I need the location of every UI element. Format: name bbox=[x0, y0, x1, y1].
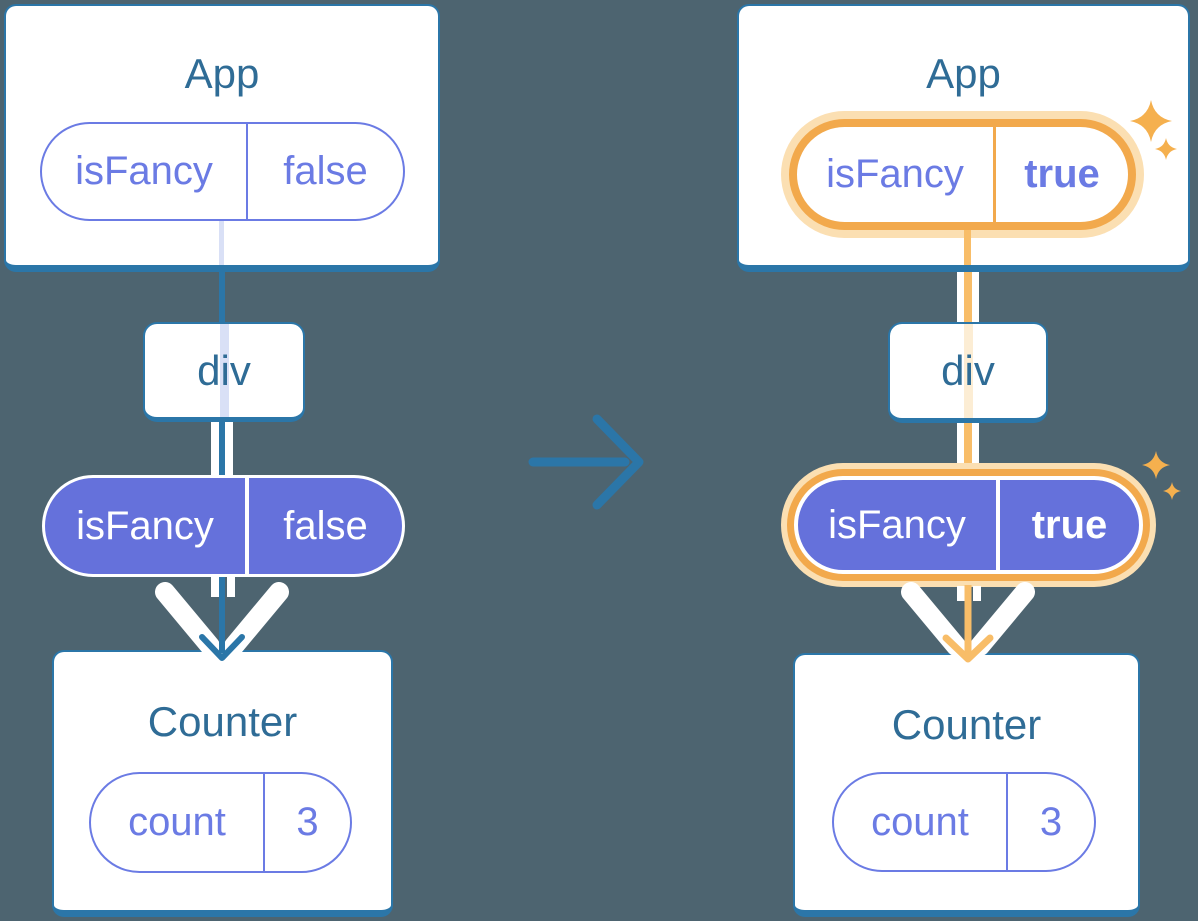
after-div-to-pill-pipe bbox=[957, 420, 979, 466]
sparkle-icon bbox=[1130, 100, 1177, 160]
after-app-to-div-pipe bbox=[957, 270, 979, 324]
before-app-inner-line bbox=[219, 221, 224, 265]
after-down-arrow-icon bbox=[901, 582, 1035, 663]
before-down-arrow-icon bbox=[155, 576, 289, 661]
prop-key: isFancy bbox=[42, 124, 248, 219]
before-counter-title: Counter bbox=[147, 698, 298, 745]
after-app-card: App isFancy true bbox=[737, 4, 1190, 272]
before-app-title: App bbox=[184, 50, 260, 97]
state-value: 3 bbox=[1039, 799, 1063, 844]
before-div-to-pill-pipe bbox=[211, 420, 233, 477]
prop-key: isFancy bbox=[798, 480, 1000, 570]
state-value: 3 bbox=[296, 800, 319, 844]
after-app-prop-pill: isFancy true bbox=[789, 119, 1136, 230]
after-div-label: div bbox=[941, 347, 995, 394]
before-app-to-div-line bbox=[219, 270, 225, 324]
sparkle-icon bbox=[1142, 451, 1181, 500]
before-div-label: div bbox=[197, 346, 251, 394]
right-arrow-icon bbox=[528, 414, 644, 510]
prop-key: isFancy bbox=[45, 478, 249, 574]
state-key: count bbox=[834, 774, 1008, 870]
before-counter-state-pill: count 3 bbox=[89, 772, 352, 873]
prop-value: false bbox=[283, 149, 368, 193]
before-div-node: div bbox=[143, 322, 305, 422]
prop-value: false bbox=[283, 503, 368, 548]
before-div-through-line bbox=[219, 324, 229, 417]
prop-value: true bbox=[1031, 502, 1108, 547]
after-div-node: div bbox=[888, 322, 1048, 423]
prop-value: true bbox=[1024, 152, 1100, 196]
after-counter-state-pill: count 3 bbox=[832, 772, 1096, 872]
after-counter-card: Counter count 3 bbox=[793, 653, 1140, 917]
before-app-prop-pill: isFancy false bbox=[40, 122, 405, 221]
state-key: count bbox=[91, 774, 265, 871]
before-prop-pill: isFancy false bbox=[42, 475, 405, 577]
after-app-inner-line bbox=[964, 230, 971, 265]
before-app-card: App isFancy false bbox=[4, 4, 440, 272]
after-counter-title: Counter bbox=[891, 701, 1042, 748]
prop-key: isFancy bbox=[797, 127, 996, 222]
after-app-title: App bbox=[926, 50, 1001, 97]
after-div-through-line bbox=[963, 324, 973, 418]
before-counter-card: Counter count 3 bbox=[52, 650, 393, 917]
after-prop-pill: isFancy true bbox=[794, 476, 1143, 574]
